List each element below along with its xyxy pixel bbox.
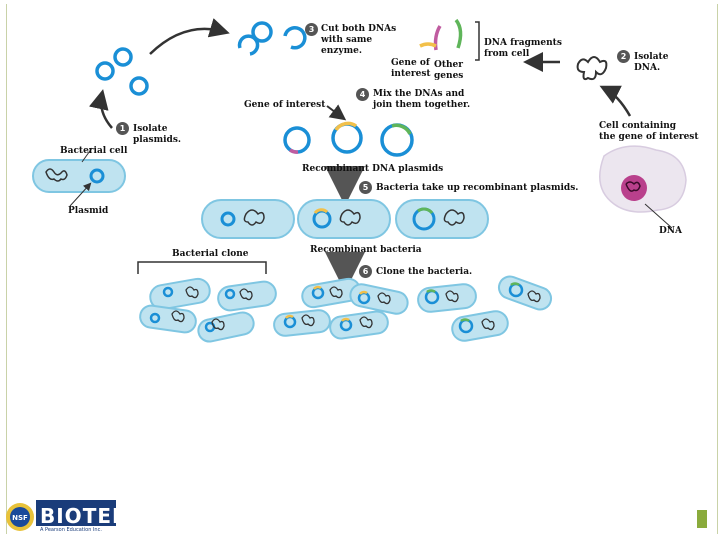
gene-pointer xyxy=(326,104,347,121)
recombinant-plasmids xyxy=(283,121,414,157)
label-bacterial-clone: Bacterial clone xyxy=(172,249,249,259)
step-2-badge: 2 xyxy=(617,50,630,63)
arrow-step1 xyxy=(88,89,113,129)
isolated-dna xyxy=(576,56,608,81)
label-gene-of-interest-fragment: Gene of interest xyxy=(391,58,431,79)
label-plasmid: Plasmid xyxy=(68,206,109,216)
label-gene-of-interest: Gene of interest xyxy=(244,100,326,110)
label-recombinant-bacteria: Recombinant bacteria xyxy=(310,245,422,255)
logo-subtext: A Pearson Education Inc. xyxy=(40,527,102,533)
clone-bracket xyxy=(137,261,267,274)
step-6-badge: 6 xyxy=(359,265,372,278)
step-4-text: Mix the DNAs and join them together. xyxy=(373,89,471,110)
bioteks-logo: NSF BIOTEKS A Pearson Education Inc. xyxy=(2,496,143,538)
recombinant-bacteria-group-2 xyxy=(417,275,553,342)
label-bacterial-cell: Bacterial cell xyxy=(60,146,128,156)
arrow-step2 xyxy=(599,85,632,117)
slide-frame xyxy=(6,4,718,534)
bacterial-cell xyxy=(32,159,126,193)
logo-text: BIOTEKS xyxy=(40,504,144,528)
cut-plasmids xyxy=(237,21,307,56)
bacterial-clone xyxy=(139,277,277,343)
dna-pointer xyxy=(644,203,673,229)
transformed-bacteria xyxy=(201,199,489,239)
plasmid-in-cell xyxy=(89,168,105,184)
label-cell-with-gene: Cell containing the gene of interest xyxy=(599,121,699,142)
step-1-badge: 1 xyxy=(116,122,129,135)
plasmid-pointer xyxy=(69,182,92,207)
label-dna-fragments: DNA fragments from cell xyxy=(484,38,562,59)
step-3-badge: 3 xyxy=(305,23,318,36)
label-other-genes: Other genes xyxy=(434,60,464,81)
dna-fragments xyxy=(419,18,480,61)
step-5-text: Bacteria take up recombinant plasmids. xyxy=(376,183,579,193)
animal-cell xyxy=(599,145,687,213)
logo-badge-text: NSF xyxy=(12,514,28,522)
step-5-badge: 5 xyxy=(359,181,372,194)
step-1-text: Isolate plasmids. xyxy=(133,124,182,145)
isolated-plasmids xyxy=(95,47,149,96)
label-dna: DNA xyxy=(659,226,683,236)
slide-accent-bar xyxy=(697,510,707,528)
step-2-text: Isolate DNA. xyxy=(634,52,669,73)
step-4-badge: 4 xyxy=(356,88,369,101)
recombinant-bacteria-group xyxy=(273,277,409,340)
arrow-to-cut xyxy=(149,18,230,55)
label-recombinant-plasmids: Recombinant DNA plasmids xyxy=(302,164,444,174)
step-6-text: Clone the bacteria. xyxy=(376,267,473,277)
step-3-text: Cut both DNAs with same enzyme. xyxy=(321,24,397,56)
cell-pointer xyxy=(81,147,93,163)
